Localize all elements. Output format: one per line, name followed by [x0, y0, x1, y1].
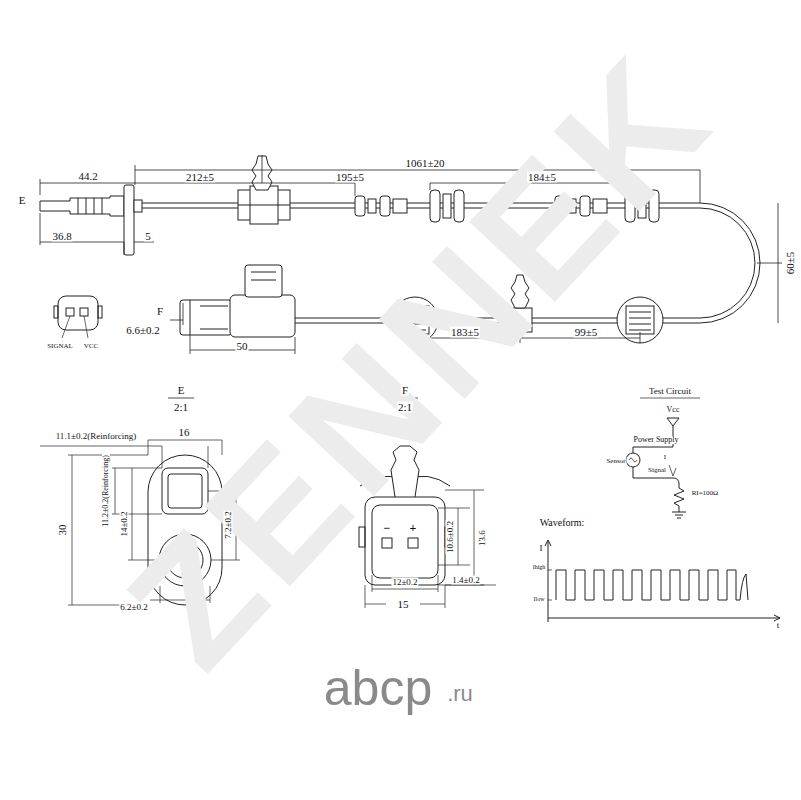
- dimension-label: 60±5: [785, 251, 796, 276]
- dimension-label: 14±0.2: [120, 510, 129, 537]
- dimension-label: 184±5: [527, 172, 557, 183]
- dimension-label: 36.8: [51, 231, 72, 242]
- watermark-text: ZENNEK: [99, 25, 741, 696]
- dimension-label: 1061±20: [404, 158, 445, 169]
- dimension-label: −: [383, 522, 392, 534]
- dimension-label: I: [539, 544, 544, 553]
- dimension-label: 2:1: [173, 402, 189, 413]
- dimension-label: Ihigh: [532, 564, 547, 570]
- dimension-label: 44.2: [77, 171, 98, 182]
- dimension-label: I: [663, 454, 667, 461]
- dimension-label: 11.2±0.2(Reinforcing): [102, 454, 110, 528]
- dimension-label: 1.4±0.2: [451, 576, 480, 585]
- dimension-label: 5: [144, 231, 152, 242]
- dimension-label: RI=100Ω: [691, 490, 720, 497]
- dimension-label: +: [409, 522, 418, 534]
- dimension-label: 212±5: [185, 172, 215, 183]
- dimension-label: 50: [236, 341, 249, 352]
- dimension-label: 16: [178, 427, 191, 438]
- site-logo: .ru: [447, 683, 473, 705]
- dimension-label: 7.2±0.2: [224, 510, 233, 539]
- dimension-label: E: [18, 195, 27, 206]
- dimension-label: 99±5: [574, 327, 599, 338]
- dimension-label: 183±5: [450, 327, 480, 338]
- dimension-label: Waveform:: [539, 518, 586, 528]
- dimension-label: 10.6±0.2: [446, 520, 455, 554]
- dimension-label: Ilow: [533, 596, 546, 602]
- dimension-label: t: [776, 621, 781, 630]
- dimension-label: VCC: [83, 343, 99, 350]
- dimension-label: Signal: [647, 467, 667, 474]
- dimension-label: 30: [57, 524, 68, 537]
- dimension-label: SIGNAL: [46, 343, 74, 350]
- site-logo: abcp: [324, 663, 432, 713]
- dimension-label: Power Supply: [632, 436, 679, 444]
- dimension-label: E: [177, 385, 186, 396]
- dimension-label: F: [401, 385, 409, 396]
- dimension-label: 195±5: [335, 172, 365, 183]
- dimension-label: 2:1: [397, 402, 413, 413]
- dimension-label: Vcc: [666, 406, 681, 414]
- dimension-label: 12±0.2: [391, 578, 418, 587]
- dimension-label: Sensor: [605, 458, 626, 465]
- dimension-label: 11.1±0.2(Reinforcing): [55, 432, 138, 441]
- dimension-label: 13.6: [478, 529, 487, 547]
- dimension-label: 6.6±0.2: [125, 325, 161, 336]
- dimension-label: Test Circuit: [648, 387, 692, 396]
- dimension-label: F: [156, 306, 164, 317]
- dimension-label: 15: [397, 599, 410, 610]
- dimension-label: 6.2±0.2: [119, 603, 148, 612]
